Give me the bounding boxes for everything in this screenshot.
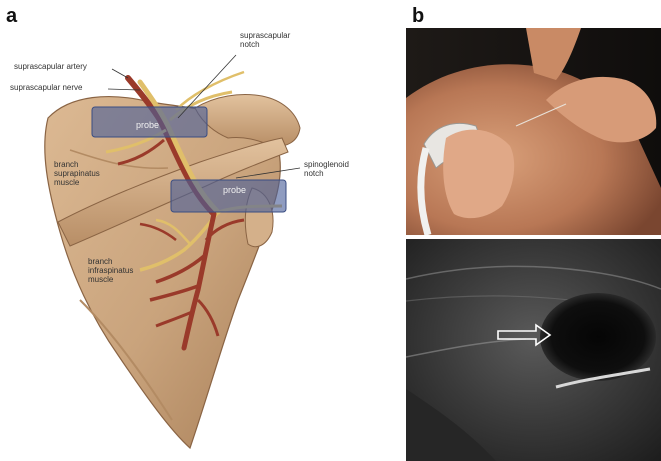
panel-label-b: b (412, 6, 424, 26)
label-suprascapular-nerve: suprascapular nerve (10, 83, 82, 92)
label-suprascapular-notch: suprascapular notch (240, 31, 302, 49)
label-suprascapular-artery: suprascapular artery (14, 62, 87, 71)
clinical-photo-panel (406, 28, 661, 235)
scapula-illustration-panel: probe probe suprascapular artery suprasc… (0, 0, 405, 461)
ultrasound-image (406, 239, 661, 461)
clinical-photo (406, 28, 661, 235)
label-branch-supraspinatus: branch suprapinatus muscle (54, 160, 112, 188)
spinoglenoid-notch-hypoechoic (540, 293, 656, 381)
probe-label-lower: probe (223, 185, 246, 195)
leader-artery (112, 69, 128, 78)
label-spinoglenoid-notch: spinoglenoid notch (304, 160, 364, 178)
ultrasound-panel (406, 239, 661, 461)
probe-label-upper: probe (136, 120, 159, 130)
label-branch-infraspinatus: branch infraspinatus muscle (88, 257, 150, 285)
